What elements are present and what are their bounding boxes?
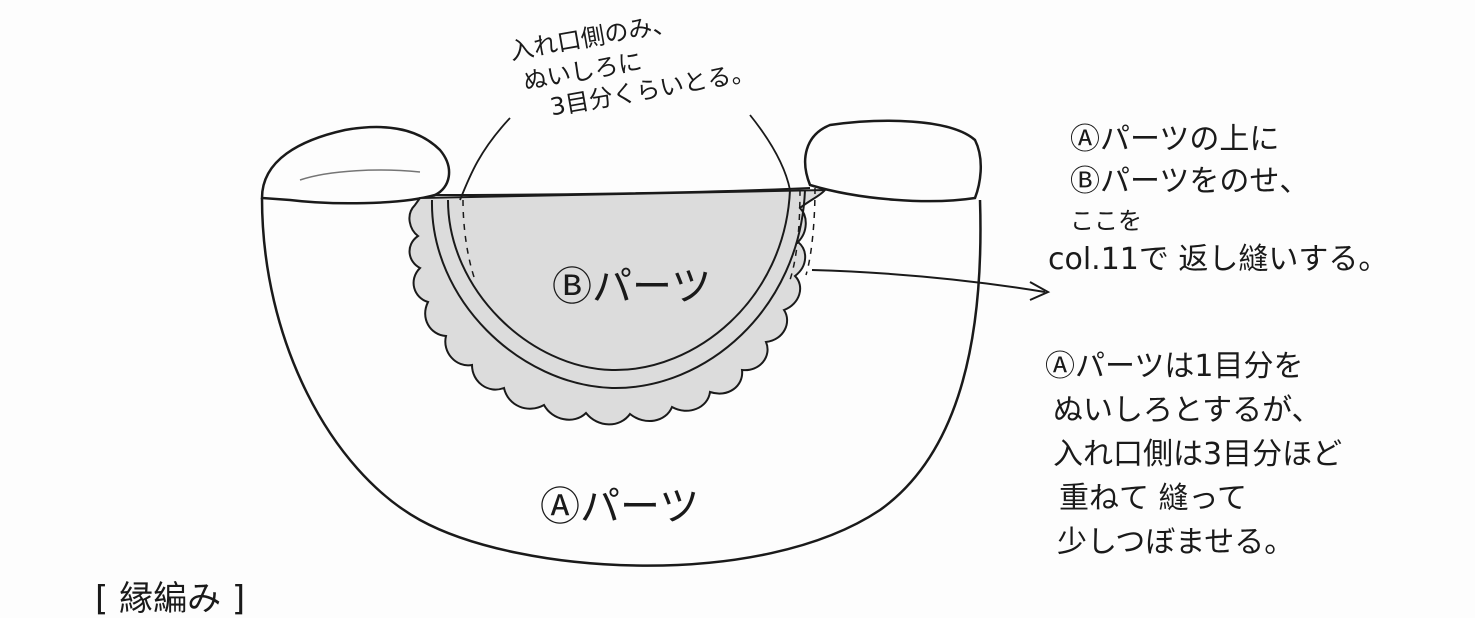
right-note-2-line-3: 入れ口側は3目分ほど bbox=[1053, 437, 1343, 472]
part-b-seam-outer bbox=[430, 189, 806, 390]
part-a-label: Ⓐパーツ bbox=[540, 484, 699, 530]
arrow-line bbox=[811, 269, 1046, 293]
part-b-stitch-dashed-left bbox=[462, 199, 476, 281]
part-b-scallop-fill bbox=[408, 188, 828, 426]
right-note-1-line-1: Ⓐパーツの上に bbox=[1070, 122, 1280, 157]
right-note-1-line-4: col.11で 返し縫いする。 bbox=[1048, 242, 1389, 277]
part-a-left-rim bbox=[260, 125, 451, 205]
section-heading: [ 縁編み ] bbox=[95, 579, 246, 619]
part-b-label: Ⓑパーツ bbox=[552, 264, 711, 310]
right-note-2-line-5: 少しつぼませる。 bbox=[1057, 525, 1295, 560]
right-note-2-line-2: ぬいしろとするが、 bbox=[1053, 393, 1322, 428]
right-note-2: Ⓐパーツは1目分を ぬいしろとするが、 入れ口側は3目分ほど 重ねて 縫って 少… bbox=[1045, 352, 1342, 558]
right-note-2-line-1: Ⓐパーツは1目分を bbox=[1045, 349, 1304, 384]
right-note-1: Ⓐパーツの上に Ⓑパーツをのせ、 ここを col.11で 返し縫いする。 bbox=[1048, 122, 1388, 275]
leader-line-right bbox=[749, 114, 791, 191]
leader-line-left bbox=[459, 117, 511, 201]
part-b-stitch-dashed-right-2 bbox=[805, 187, 816, 276]
right-note-1-line-3: ここを bbox=[1070, 207, 1142, 235]
arrow-head bbox=[1029, 281, 1051, 301]
part-a-right-rim bbox=[803, 119, 982, 203]
right-note-2-line-4: 重ねて 縫って bbox=[1059, 481, 1248, 516]
right-note-1-line-2: Ⓑパーツをのせ、 bbox=[1070, 164, 1310, 199]
part-a-left-rim-inner bbox=[299, 169, 421, 181]
part-b-seam-inner bbox=[447, 189, 791, 372]
part-a-outline bbox=[260, 197, 982, 567]
